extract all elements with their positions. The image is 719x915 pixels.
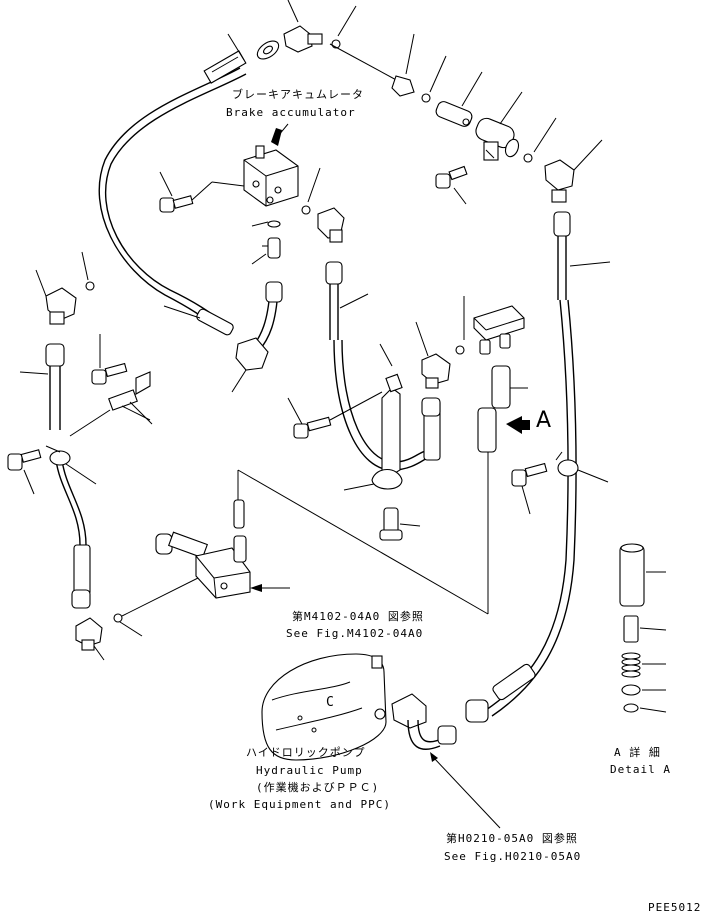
ref-m4102-label-jp: 第M4102-04A0 図参照 <box>292 610 424 623</box>
pump-mark-label: C <box>326 695 335 710</box>
view-marker-a: A <box>536 408 552 433</box>
ref-h0210-label-en: See Fig.H0210-05A0 <box>444 850 582 863</box>
detail-a-label-jp: A 詳 細 <box>614 746 661 759</box>
hydraulic-pump-label-en: Hydraulic Pump <box>256 764 363 777</box>
detail-a-label-en: Detail A <box>610 763 671 776</box>
hydraulic-pump <box>261 653 387 761</box>
bolt-cylinder <box>435 165 468 205</box>
brake-accumulator-block <box>243 123 299 207</box>
valve-cylinders-top <box>435 101 575 203</box>
right-long-hose <box>465 211 577 723</box>
ppc-label-jp: (作業機およびＰＰＣ) <box>256 781 380 794</box>
brake-accumulator-label-en: Brake accumulator <box>226 106 356 119</box>
detail-a-components <box>619 543 645 713</box>
center-clamp <box>293 373 403 541</box>
ref-h0210-label-jp: 第H0210-05A0 図参照 <box>446 832 578 845</box>
accumulator-fittings <box>262 205 345 259</box>
accumulator-bolt <box>159 171 245 213</box>
drawing-code-label: PEE5012 <box>648 901 702 914</box>
right-bracket-assembly <box>421 305 530 453</box>
center-hose <box>325 261 441 471</box>
ppc-label-en: (Work Equipment and PPC) <box>208 798 391 811</box>
hydraulic-pump-label-jp: ハイドロリックポンプ <box>246 746 366 759</box>
pump-outlet-elbow <box>391 693 501 829</box>
central-valve-block <box>155 452 489 615</box>
top-hose <box>98 40 280 331</box>
left-elbow-fitting <box>45 281 95 325</box>
middle-hose-left <box>163 281 283 371</box>
bottom-left-elbow <box>75 573 207 651</box>
left-clamp <box>7 362 151 471</box>
top-elbow-fittings <box>283 25 431 103</box>
left-vertical-hose <box>45 343 91 609</box>
brake-accumulator-label-jp: ブレーキアキュムレータ <box>232 88 364 101</box>
ref-m4102-label-en: See Fig.M4102-04A0 <box>286 627 424 640</box>
right-clamp <box>511 451 579 487</box>
leader-lines <box>19 0 667 713</box>
